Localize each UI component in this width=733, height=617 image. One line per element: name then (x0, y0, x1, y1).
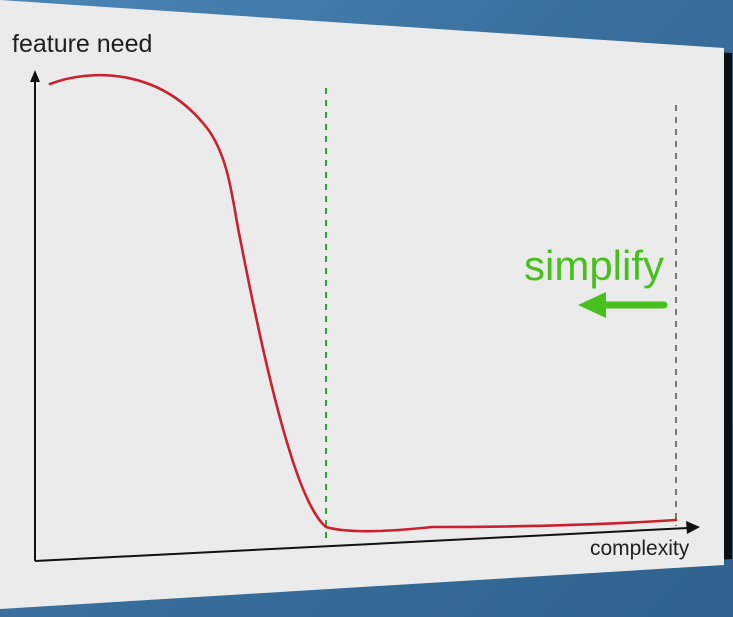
y-axis-label: feature need (12, 30, 152, 58)
left-arrow-icon (578, 292, 668, 318)
y-axis-arrowhead (30, 70, 40, 82)
x-axis-label: complexity (590, 537, 690, 560)
x-axis-line (34, 527, 689, 562)
feature-need-curve (48, 73, 678, 533)
slide-surface (0, 0, 724, 609)
x-axis-arrowhead (686, 521, 700, 534)
simplify-label: simplify (524, 242, 664, 289)
